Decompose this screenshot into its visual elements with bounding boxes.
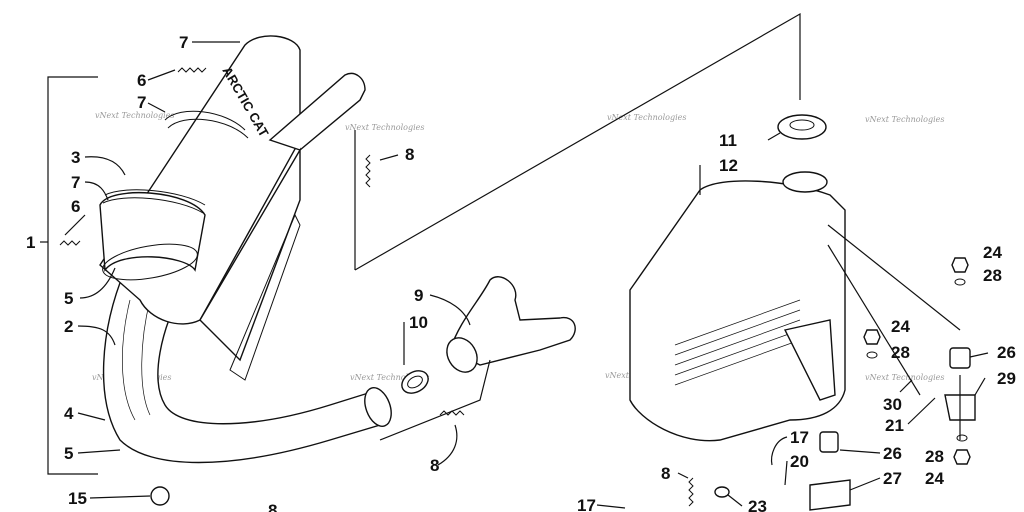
watermark: vNext Technologies — [350, 373, 429, 382]
callout-10: 10 — [409, 313, 428, 332]
mounting-bracket — [809, 479, 851, 511]
callout-23: 23 — [748, 497, 767, 512]
assembly-bracket — [47, 76, 98, 475]
callout-7: 7 — [179, 33, 188, 52]
callout-6: 6 — [71, 197, 80, 216]
callout-7: 7 — [71, 173, 80, 192]
callout-24: 24 — [925, 469, 944, 488]
callout-26: 26 — [997, 343, 1016, 362]
rubber-mount — [819, 347, 971, 453]
clamp-band — [102, 110, 249, 214]
callout-2: 2 — [64, 317, 73, 336]
callout-4: 4 — [64, 404, 74, 423]
callout-28: 28 — [891, 343, 910, 362]
callout-28: 28 — [925, 447, 944, 466]
spring — [59, 240, 81, 246]
callout-30: 30 — [883, 395, 902, 414]
callout-7: 7 — [137, 93, 146, 112]
callout-5: 5 — [64, 289, 73, 308]
callout-3: 3 — [71, 148, 80, 167]
callout-6: 6 — [137, 71, 146, 90]
callout-26: 26 — [883, 444, 902, 463]
spring — [365, 154, 371, 188]
callout-8: 8 — [268, 501, 277, 512]
exhaust-pipe — [102, 269, 392, 464]
callout-8: 8 — [405, 145, 414, 164]
end-cap — [99, 191, 206, 281]
watermark: vNext Technologies — [865, 373, 944, 382]
callout-5: 5 — [64, 444, 73, 463]
leader-lines — [40, 41, 989, 509]
watermark: vNext Technologies — [865, 115, 944, 124]
spring — [177, 67, 207, 73]
callout-28: 28 — [983, 266, 1002, 285]
springs — [59, 67, 694, 507]
callout-20: 20 — [790, 452, 809, 471]
grommet — [777, 114, 827, 140]
watermark: vNext Technologies — [607, 113, 686, 122]
callout-21: 21 — [885, 416, 904, 435]
callout-8: 8 — [661, 464, 670, 483]
heat-shield — [229, 213, 301, 381]
watermark: vNext Technologies — [95, 111, 174, 120]
callout-15: 15 — [68, 489, 87, 508]
callout-27: 27 — [883, 469, 902, 488]
callout-17: 17 — [790, 428, 809, 447]
callout-24: 24 — [983, 243, 1002, 262]
watermark: vNext Technologies — [345, 123, 424, 132]
callout-labels: 7 6 7 3 7 6 1 5 2 4 5 15 8 8 9 10 8 11 1… — [26, 33, 1016, 512]
knob — [150, 486, 170, 506]
callout-12: 12 — [719, 156, 738, 175]
exhaust-manifold — [446, 276, 576, 373]
callout-9: 9 — [414, 286, 423, 305]
connection-lines — [354, 12, 961, 441]
silencer-box — [629, 171, 846, 442]
spring — [688, 477, 694, 507]
nuts-and-washers — [714, 257, 971, 498]
gasket-ring — [401, 370, 429, 394]
callout-29: 29 — [997, 369, 1016, 388]
callout-24: 24 — [891, 317, 910, 336]
callout-17: 17 — [577, 496, 596, 512]
callout-8: 8 — [430, 456, 439, 475]
callout-11: 11 — [719, 131, 737, 150]
callout-1: 1 — [26, 233, 35, 252]
